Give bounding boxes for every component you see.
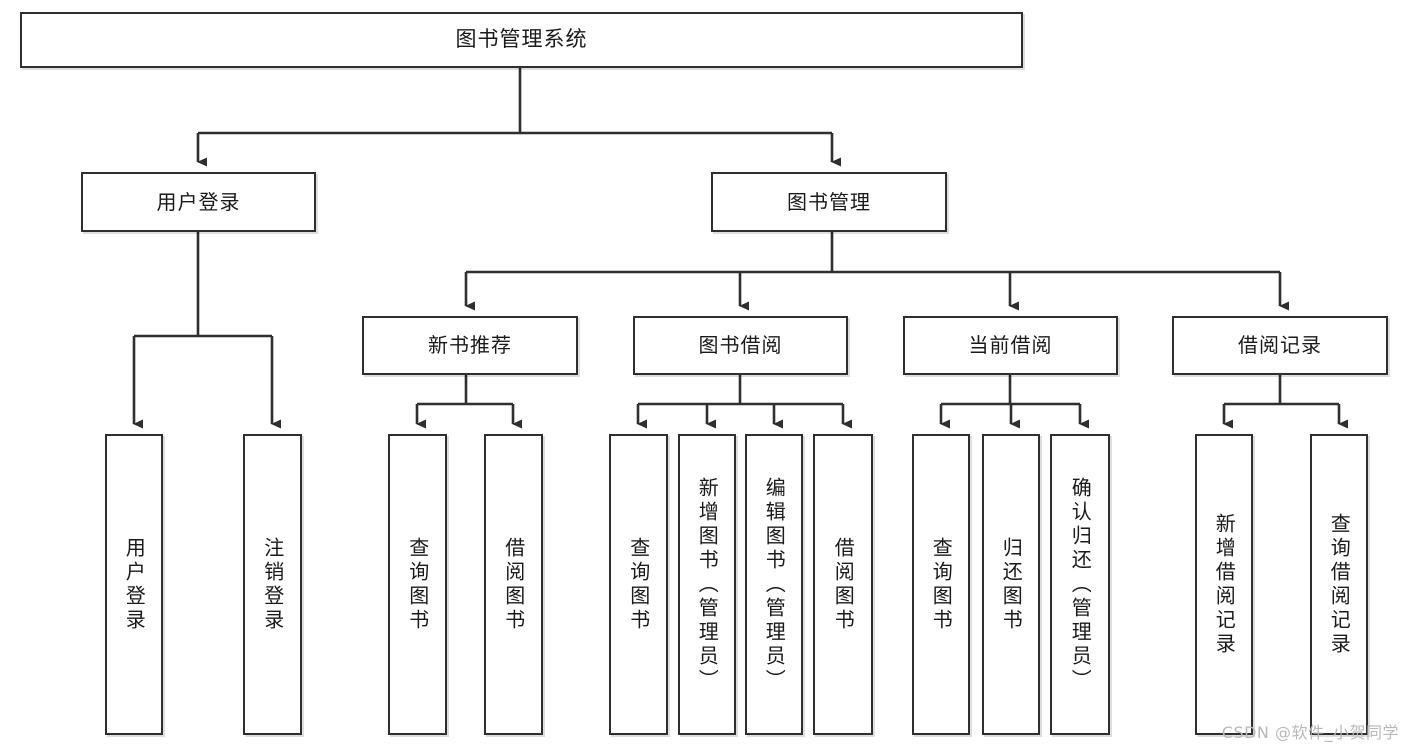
node-label: 图书借阅 (698, 333, 783, 358)
node-label: 借阅图书 (831, 536, 856, 633)
csdn-watermark: CSDN @软件_小贺同学 (1221, 723, 1399, 742)
node-current-borrow[interactable]: 当前借阅 (903, 316, 1118, 375)
leaf-add-borrow-record[interactable]: 新增借阅记录 (1195, 434, 1253, 735)
node-label: 新增图书（管理员） (695, 476, 720, 693)
leaf-query-borrow-record[interactable]: 查询借阅记录 (1310, 434, 1368, 735)
node-book-borrow[interactable]: 图书借阅 (633, 316, 848, 375)
leaf-borrow-query-books[interactable]: 查询图书 (609, 434, 668, 735)
node-label: 归还图书 (999, 536, 1024, 633)
node-label: 查询图书 (929, 536, 954, 633)
leaf-edit-book-admin[interactable]: 编辑图书（管理员） (745, 434, 803, 735)
node-label: 借阅图书 (501, 536, 526, 633)
leaf-new-book-query-books[interactable]: 查询图书 (388, 434, 447, 735)
node-user-login[interactable]: 用户登录 (81, 172, 316, 232)
node-label: 图书管理系统 (455, 27, 588, 52)
node-label: 用户登录 (156, 189, 241, 214)
node-label: 查询图书 (626, 536, 651, 633)
node-borrow-record[interactable]: 借阅记录 (1172, 316, 1388, 375)
node-label: 编辑图书（管理员） (762, 476, 787, 693)
leaf-logout[interactable]: 注销登录 (243, 434, 302, 735)
node-label: 用户登录 (122, 536, 147, 633)
node-label: 新增借阅记录 (1212, 512, 1237, 657)
node-label: 查询借阅记录 (1327, 512, 1352, 657)
leaf-borrow-books[interactable]: 借阅图书 (813, 434, 873, 735)
node-label: 确认归还（管理员） (1068, 476, 1093, 693)
node-label: 注销登录 (260, 536, 285, 633)
leaf-current-query-books[interactable]: 查询图书 (912, 434, 970, 735)
node-label: 当前借阅 (968, 333, 1053, 358)
node-book-management[interactable]: 图书管理 (711, 172, 947, 232)
leaf-confirm-return-admin[interactable]: 确认归还（管理员） (1050, 434, 1110, 735)
node-label: 借阅记录 (1238, 333, 1322, 358)
node-new-book-recommend[interactable]: 新书推荐 (362, 316, 578, 375)
node-label: 查询图书 (405, 536, 430, 633)
node-book-management-system[interactable]: 图书管理系统 (20, 12, 1023, 68)
node-label: 图书管理 (787, 189, 871, 214)
leaf-add-book-admin[interactable]: 新增图书（管理员） (678, 434, 736, 735)
leaf-new-book-borrow-books[interactable]: 借阅图书 (484, 434, 543, 735)
leaf-return-books[interactable]: 归还图书 (982, 434, 1040, 735)
node-label: 新书推荐 (428, 333, 512, 358)
leaf-user-login[interactable]: 用户登录 (105, 434, 163, 735)
